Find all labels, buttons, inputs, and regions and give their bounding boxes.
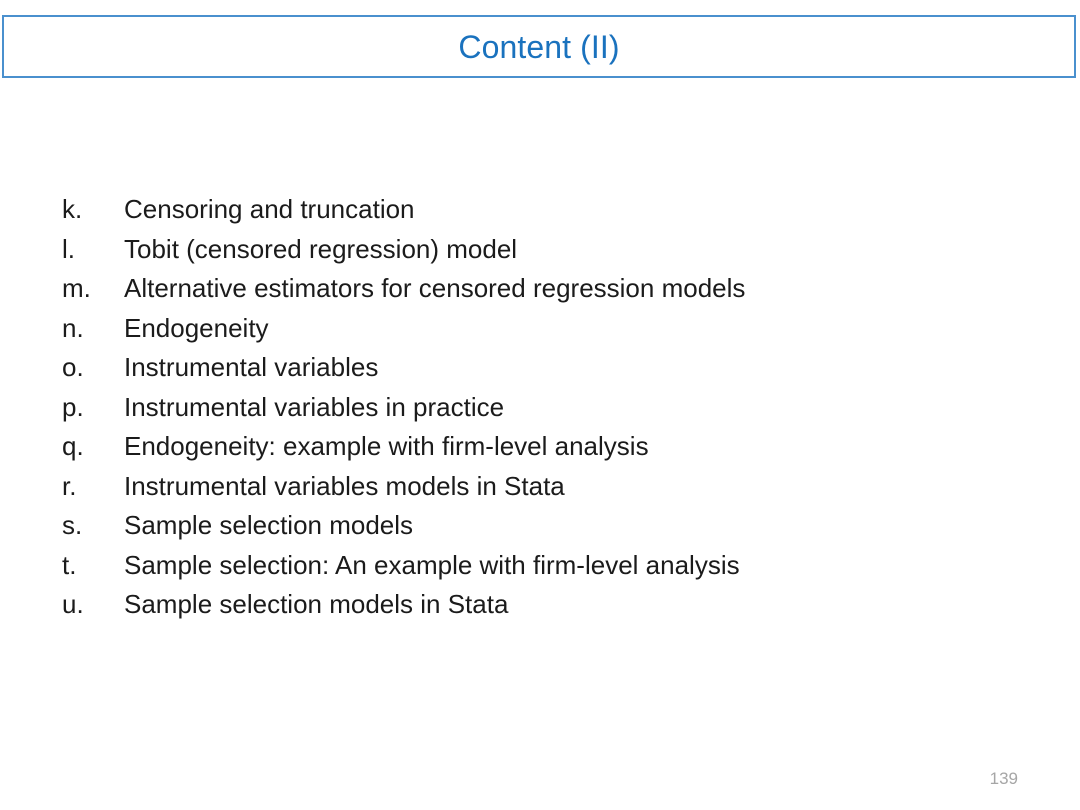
list-item: q. Endogeneity: example with firm-level a… xyxy=(62,427,1022,467)
list-item-marker: t. xyxy=(62,549,77,580)
list-item-label: Alternative estimators for censored regr… xyxy=(124,273,746,303)
list-item-label: Endogeneity xyxy=(124,312,269,343)
list-item-label: Sample selection models xyxy=(124,510,414,540)
list-item-label: Instrumental variables models in Stata xyxy=(124,470,565,501)
list-item-marker: o. xyxy=(62,352,84,382)
list-item: l. Tobit (censored regression) model xyxy=(62,230,1022,270)
list-item-label: Censoring and truncation xyxy=(124,194,415,224)
list-item: s. Sample selection models xyxy=(62,506,1022,546)
list-item-marker: s. xyxy=(62,510,83,540)
list-item: k. Censoring and truncation xyxy=(62,190,1022,230)
list-item: o. Instrumental variables xyxy=(62,348,1022,388)
list-item-marker: p. xyxy=(62,391,84,422)
list-item-label: Instrumental variables xyxy=(124,352,379,382)
content-outline-list: k. Censoring and truncation l. Tobit (censo… xyxy=(62,190,1022,625)
list-item-marker: m. xyxy=(62,273,91,303)
slide-title-box: Content (II) xyxy=(2,15,1076,78)
list-item: n. Endogeneity xyxy=(62,309,1022,349)
list-item-label: Sample selection models in Stata xyxy=(124,589,509,619)
list-item-marker: r. xyxy=(62,470,77,501)
page-number: 139 xyxy=(989,769,1018,788)
list-item-marker: k. xyxy=(62,194,83,224)
list-item: u. Sample selection models in Stata xyxy=(62,585,1022,625)
list-item-label: Instrumental variables in practice xyxy=(124,391,505,422)
list-item: p. Instrumental variables in practice xyxy=(62,388,1022,428)
list-item-marker: l. xyxy=(62,233,75,264)
list-item-marker: n. xyxy=(62,312,84,343)
list-item: m. Alternative estimators for censored re… xyxy=(62,269,1022,309)
list-item-label: Sample selection: An example with firm-l… xyxy=(124,549,740,580)
list-item-label: Tobit (censored regression) model xyxy=(124,233,518,264)
list-item-marker: u. xyxy=(62,589,84,619)
list-item-label: Endogeneity: example with firm-level ana… xyxy=(124,431,649,461)
list-item-marker: q. xyxy=(62,431,84,461)
list-item: r. Instrumental variables models in Stata xyxy=(62,467,1022,507)
page-title: Content (II) xyxy=(458,28,620,65)
list-item: t. Sample selection: An example with firm… xyxy=(62,546,1022,586)
